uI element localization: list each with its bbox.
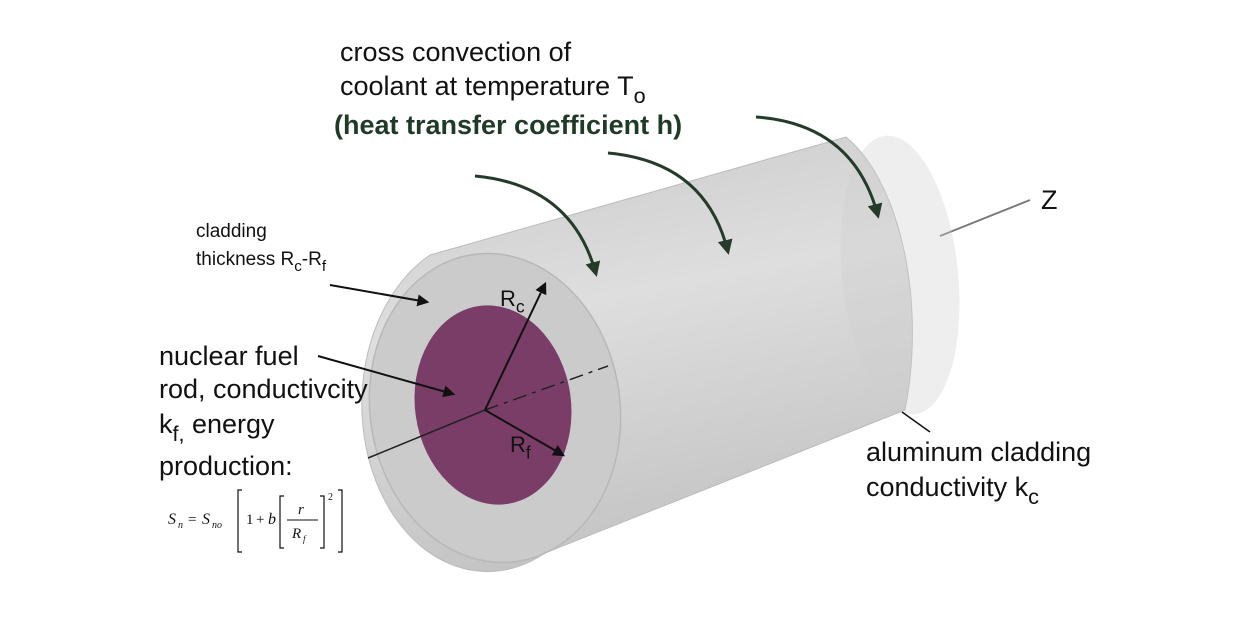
fuel-label-line3: kf, energy xyxy=(159,408,275,450)
convection-arrow-3 xyxy=(755,115,883,219)
rc-label: Rc xyxy=(500,286,525,320)
fuel-label-sub: f, xyxy=(172,421,185,447)
aluminum-label-sub: c xyxy=(1028,484,1039,510)
z-axis-line xyxy=(939,199,1031,237)
formula-one: 1 xyxy=(246,512,254,528)
cladding-label-line2: thickness Rc-Rf xyxy=(196,247,326,280)
aluminum-label-line1: aluminum cladding xyxy=(866,437,1092,467)
energy-production-formula: S n = S no 1 + b r R f 2 xyxy=(168,489,343,553)
aluminum-pointer-line xyxy=(901,411,931,433)
formula-inner-bracket-right xyxy=(320,495,325,549)
rf-label: Rf xyxy=(510,432,531,466)
rf-label-main: R xyxy=(510,432,526,457)
cladding-label-line1: cladding xyxy=(196,221,267,242)
cladding-label-sub-f: f xyxy=(321,257,327,275)
fuel-label-energy: energy xyxy=(184,409,275,439)
fuel-label-line4: production: xyxy=(159,451,293,481)
z-axis-label: Z xyxy=(1041,185,1058,215)
formula-lhs: S xyxy=(168,511,176,528)
formula-equals: = xyxy=(188,512,196,528)
formula-lhs-sub: n xyxy=(178,520,183,531)
coolant-label-text: coolant at temperature T xyxy=(340,71,634,101)
fuel-label-line1: nuclear fuel xyxy=(159,341,299,371)
fuel-rod-face xyxy=(414,305,572,505)
cladding-label-dash: -R xyxy=(301,249,322,270)
cladding-pointer-arrow xyxy=(329,284,430,307)
formula-s0-sub: no xyxy=(212,520,222,531)
formula-s0: S xyxy=(202,511,210,528)
convection-arrow-1 xyxy=(474,174,601,277)
formula-outer-bracket-left xyxy=(237,489,242,553)
formula-denominator-sub: f xyxy=(303,534,307,544)
rc-label-sub: c xyxy=(515,296,525,317)
cladding-label-sub-c: c xyxy=(294,257,302,275)
formula-plus: + xyxy=(256,512,264,528)
formula-inner-bracket-left xyxy=(279,495,284,549)
face-axis-left xyxy=(367,409,486,459)
aluminum-label-text: conductivity k xyxy=(866,472,1029,502)
rc-label-main: R xyxy=(500,286,516,311)
coolant-label-line1: cross convection of xyxy=(340,37,572,67)
rc-radius-arrow xyxy=(484,281,547,411)
fuel-pointer-arrow xyxy=(317,355,456,398)
face-axis-dashed xyxy=(484,365,609,411)
fuel-label-k: k xyxy=(159,409,173,439)
convection-arrow-2 xyxy=(607,151,733,255)
aluminum-label-line2: conductivity kc xyxy=(866,471,1039,513)
coolant-label-line2: coolant at temperature To xyxy=(340,70,646,112)
coolant-label-sub: o xyxy=(633,83,646,109)
formula-exponent: 2 xyxy=(328,492,333,503)
heat-transfer-label: (heat transfer coefficient h) xyxy=(334,110,683,140)
cladding-label-text: thickness R xyxy=(196,249,295,270)
formula-b: b xyxy=(268,511,276,528)
formula-outer-bracket-right xyxy=(338,489,343,553)
fuel-label-line2: rod, conductivcity xyxy=(159,374,368,404)
rf-label-sub: f xyxy=(525,442,531,463)
formula-numerator: r xyxy=(298,502,304,518)
formula-denominator: R xyxy=(291,526,301,542)
rf-radius-arrow xyxy=(484,409,566,457)
